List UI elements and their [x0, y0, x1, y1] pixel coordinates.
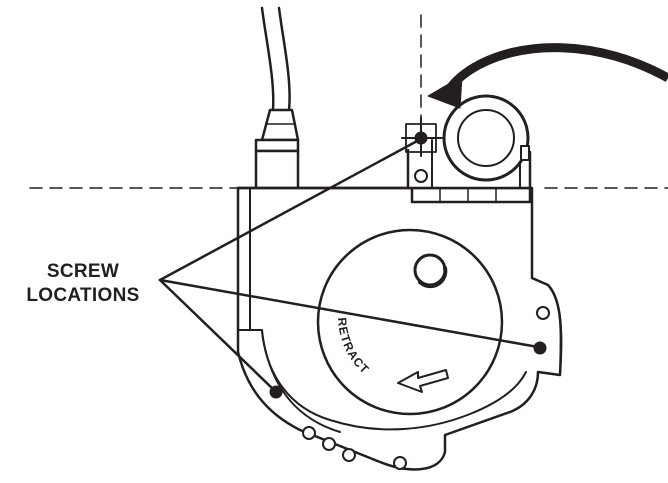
- leader-line-right: [158, 278, 540, 349]
- cable: [254, 6, 300, 191]
- leader-line-top: [158, 138, 421, 282]
- retract-arrow-icon: [397, 369, 449, 393]
- roller-inner: [457, 109, 515, 167]
- flange-hole: [393, 456, 407, 470]
- leader-lines: [158, 138, 540, 392]
- roller: [442, 94, 530, 182]
- screw-label-line1: SCREW: [46, 261, 120, 282]
- centerlines: [29, 14, 668, 189]
- dial-face: [316, 228, 504, 416]
- cable-connector-boot: [260, 108, 300, 142]
- leader-line-bottom: [158, 278, 276, 392]
- bracket-plate: [410, 186, 532, 204]
- flange-hole: [322, 437, 336, 451]
- arrow-head: [427, 75, 463, 109]
- flange-hole: [342, 448, 356, 462]
- right-ear: [531, 277, 563, 376]
- cable-wire-left: [260, 6, 275, 112]
- rotation-arrow: [427, 43, 668, 109]
- housing-inner-rim: [237, 329, 527, 431]
- screw-locations-label: SCREW LOCATIONS: [8, 260, 158, 308]
- cable-connector-neck: [254, 149, 300, 191]
- flange-hole: [536, 306, 550, 320]
- retract-dial: [316, 228, 504, 416]
- cable-connector-base: [254, 138, 300, 153]
- screw-right: [533, 341, 547, 355]
- flange-hole: [302, 426, 316, 440]
- bracket-hole: [414, 169, 428, 183]
- arrow-shaft: [443, 43, 668, 95]
- screw-label-line2: LOCATIONS: [26, 285, 140, 306]
- cable-wire-right: [277, 6, 291, 112]
- flange-holes: [302, 306, 550, 470]
